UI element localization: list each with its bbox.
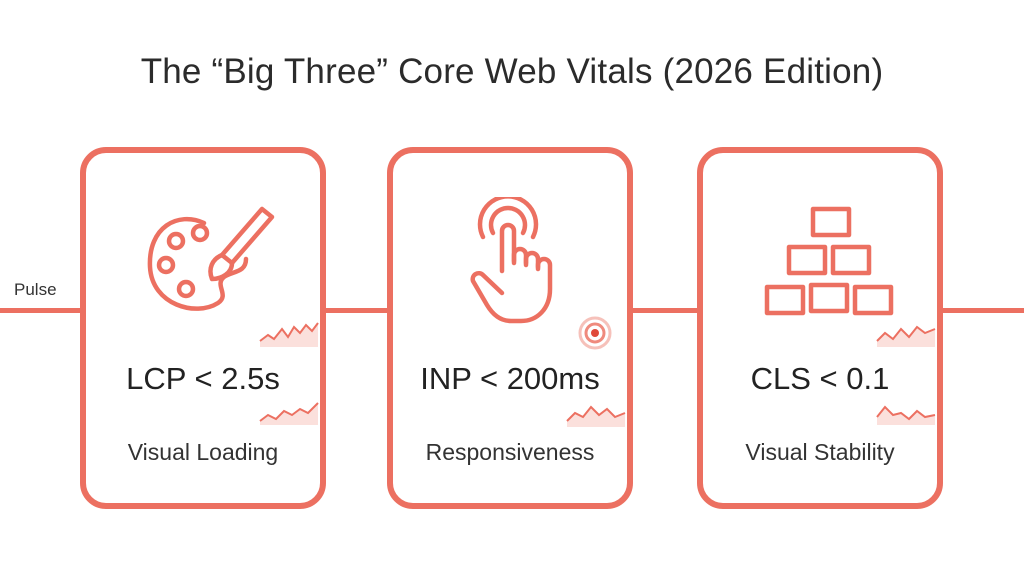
metric-label: Visual Loading xyxy=(127,439,279,465)
card-cls: CLS < 0.1 Visual Stability xyxy=(697,147,943,509)
metric-label: Responsiveness xyxy=(425,439,595,465)
sparkline-bottom xyxy=(566,405,626,427)
card-inp: INP < 200ms Responsiveness xyxy=(387,147,633,509)
metric-label: Visual Stability xyxy=(745,439,895,465)
sparkline-bottom xyxy=(876,405,936,425)
sparkline-top xyxy=(259,322,319,347)
tap-target-icon xyxy=(578,316,612,350)
metric-value: INP < 200ms xyxy=(420,361,600,396)
sparkline-bottom xyxy=(259,402,319,425)
metric-value: LCP < 2.5s xyxy=(126,361,280,396)
page-title: The “Big Three” Core Web Vitals (2026 Ed… xyxy=(140,52,884,91)
card-lcp: LCP < 2.5s Visual Loading xyxy=(80,147,326,509)
metric-value: CLS < 0.1 xyxy=(750,361,890,396)
stacked-blocks-icon xyxy=(764,206,894,316)
pulse-label: Pulse xyxy=(14,280,57,299)
paint-palette-icon xyxy=(147,206,275,311)
tap-finger-icon xyxy=(470,197,553,324)
sparkline-top xyxy=(876,325,936,347)
